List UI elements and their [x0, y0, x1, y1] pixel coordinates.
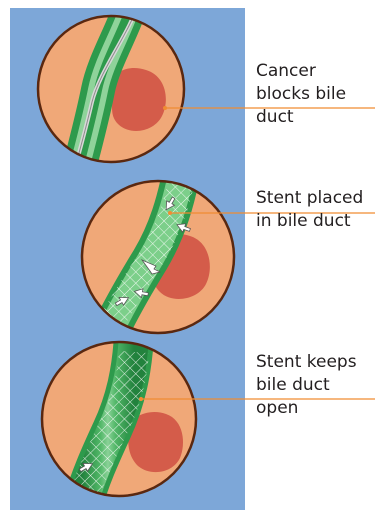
label-cancer-blocks-duct: Cancer blocks bile duct: [256, 60, 374, 129]
tumor-1: [112, 68, 166, 131]
label-stent-keeps-open: Stent keeps bile duct open: [256, 351, 374, 420]
label-stent-placed: Stent placed in bile duct: [256, 187, 374, 233]
